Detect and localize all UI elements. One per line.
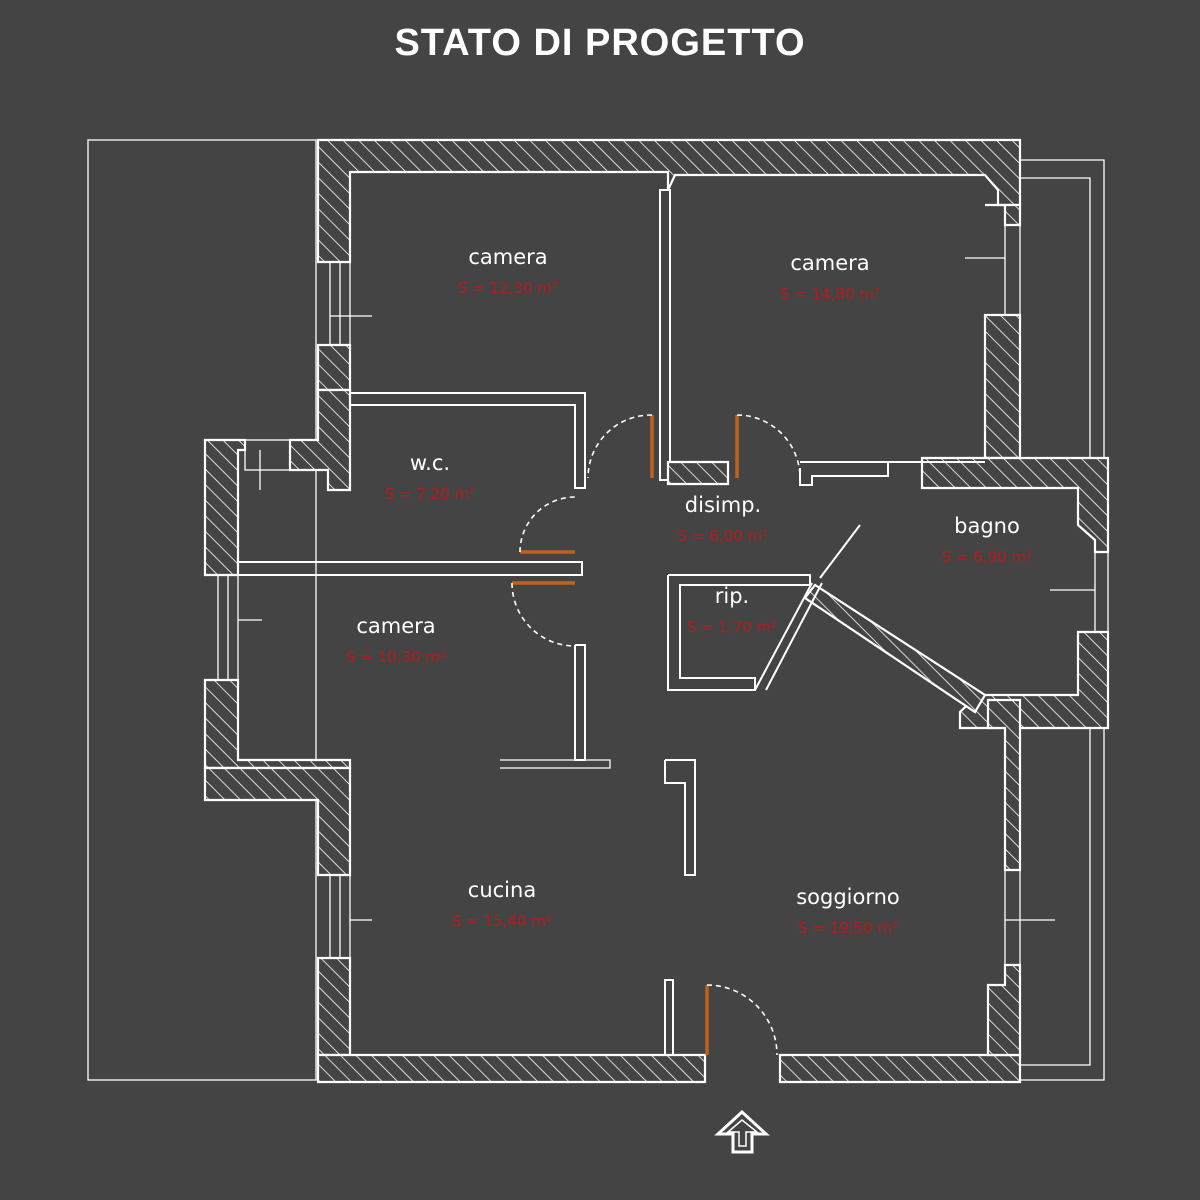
right-balcony-top — [1020, 159, 1105, 458]
room-area-camera-1: S = 12,30 m² — [458, 279, 558, 297]
room-name-rip: rip. — [715, 584, 749, 608]
wall-kitchen-pier — [664, 759, 696, 876]
doors — [511, 414, 801, 1056]
window-soggiorno — [1004, 869, 1021, 966]
right-balcony-bottom — [1020, 727, 1105, 1081]
sliding-door-cucina — [500, 759, 611, 769]
room-name-camera-1: camera — [468, 245, 547, 269]
room-name-disimp: disimp. — [685, 493, 761, 517]
wall-camera3-right — [574, 644, 586, 761]
room-name-bagno: bagno — [954, 514, 1020, 538]
room-name-camera-3: camera — [356, 614, 435, 638]
room-name-soggiorno: soggiorno — [796, 885, 900, 909]
room-area-rip: S = 1,70 m² — [687, 618, 777, 636]
swing-camera2 — [736, 414, 801, 479]
wall-bagno-bottom — [958, 630, 1110, 730]
window-wc — [244, 439, 291, 471]
entrance-arrow-icon — [714, 1109, 770, 1154]
room-area-bagno: S = 6,90 m² — [942, 548, 1032, 566]
wall-left-mid — [203, 438, 247, 577]
entrance-jamb — [664, 979, 674, 1056]
rip-diagonal-b — [765, 582, 823, 691]
room-name-cucina: cucina — [468, 878, 536, 902]
room-area-camera-3: S = 10,30 m² — [346, 648, 446, 666]
room-name-camera-2: camera — [790, 251, 869, 275]
swing-camera3 — [511, 582, 576, 647]
swing-camera1 — [587, 414, 653, 479]
wall-ripostiglio — [667, 574, 811, 691]
wall-camera2-bottom — [799, 461, 889, 486]
room-area-soggiorno: S = 19,50 m² — [798, 919, 898, 937]
wall-wc-camera3 — [238, 561, 583, 576]
wall-bagno-top — [920, 456, 1110, 554]
window-camera2 — [1004, 224, 1021, 316]
swing-entrance — [706, 984, 778, 1056]
room-name-wc: w.c. — [410, 451, 450, 475]
wall-bagno-diagonal — [803, 583, 987, 714]
wall-left-step — [203, 766, 352, 877]
right-balcony-bottom-inner — [1020, 728, 1091, 1066]
wall-right-upper — [983, 313, 1022, 460]
wall-right-top-notch — [985, 203, 1022, 227]
wall-bottom-left — [316, 1053, 707, 1084]
wall-disimp-pier — [666, 460, 730, 486]
wall-left-upper — [316, 343, 352, 392]
room-area-disimp: S = 6,00 m² — [678, 527, 768, 545]
rip-door-leaf — [819, 524, 861, 579]
wall-bottom-right — [778, 1053, 1022, 1084]
wall-left-lower — [203, 678, 352, 770]
exterior-walls — [203, 138, 1110, 1084]
rip-diagonal-a — [754, 582, 813, 691]
wall-camera1-camera2 — [659, 189, 671, 481]
window-bagno — [1094, 551, 1109, 633]
wall-left-bottom — [316, 956, 352, 1057]
interior-walls — [238, 189, 987, 1056]
room-area-wc: S = 7,20 m² — [385, 485, 475, 503]
right-balcony-top-inner — [1020, 177, 1091, 458]
room-area-camera-2: S = 14,80 m² — [780, 285, 880, 303]
room-labels: camera S = 12,30 m² camera S = 14,80 m² … — [346, 245, 1032, 937]
terraces — [87, 139, 1105, 1081]
wall-wc-offset — [288, 388, 352, 492]
wall-right-mid — [986, 698, 1022, 872]
room-area-cucina: S = 15,40 m² — [452, 912, 552, 930]
windows — [217, 224, 1109, 966]
wall-wc-top — [350, 392, 586, 489]
left-terrace — [87, 139, 317, 1081]
swing-wc — [519, 496, 576, 553]
page-title: STATO DI PROGETTO — [394, 22, 806, 64]
wall-right-lower — [986, 963, 1022, 1057]
